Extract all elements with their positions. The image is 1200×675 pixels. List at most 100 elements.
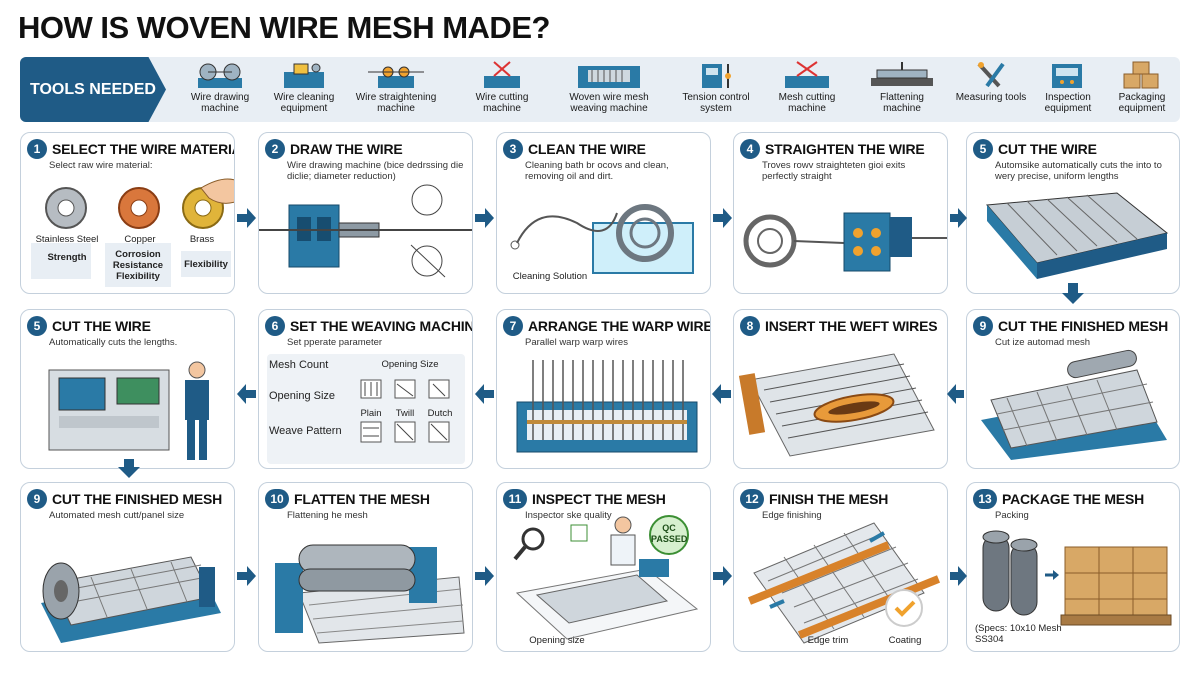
step-4-card: 4 STRAIGHTEN THE WIRE Troves rowv straigh…: [733, 132, 948, 294]
cleaning-solution-callout: Cleaning Solution: [512, 271, 588, 282]
tool-weaving-machine: Woven wire mesh weaving machine: [560, 60, 658, 114]
step-description: Flattening he mesh: [287, 510, 368, 521]
step-title: CUT THE WIRE: [998, 141, 1097, 157]
arrow-right-icon: [237, 566, 256, 586]
wire-coils-illustration: [31, 178, 234, 287]
pattern-label: Dutch: [427, 408, 453, 419]
tension-control-icon: [702, 64, 731, 88]
step-description: Inspector ske quality: [525, 510, 612, 521]
step-description: Wire drawing machine (bice dedrssing die…: [287, 160, 464, 182]
tool-measuring: Measuring tools: [949, 60, 1033, 103]
step-number: 5: [27, 316, 47, 336]
step-number: 10: [265, 489, 289, 509]
step-title: PACKAGE THE MESH: [1002, 491, 1144, 507]
step-description: Set pperate parameter: [287, 337, 383, 348]
tool-wire-cutting: Wire cutting machine: [460, 60, 544, 114]
step-description: Packing: [995, 510, 1029, 521]
step-number: 6: [265, 316, 285, 336]
material-property: Strength: [47, 252, 87, 263]
step-description: Cut ize automad mesh: [995, 337, 1091, 348]
step-number: 13: [973, 489, 997, 509]
packaging-illustration: [982, 530, 1172, 626]
step-number: 11: [503, 489, 527, 509]
measuring-tools-icon: [977, 62, 1005, 88]
arrow-left-icon: [237, 384, 256, 404]
step-1-card: 1 SELECT THE WIRE MATERIAL Select raw wir…: [20, 132, 235, 294]
page-title: HOW IS WOVEN WIRE MESH MADE?: [18, 10, 550, 45]
material-name: Brass: [189, 234, 215, 245]
step-description: Troves rowv straighteten gioi exits perf…: [762, 160, 906, 182]
step-description: Select raw wire material:: [49, 160, 153, 171]
step-title: INSPECT THE MESH: [532, 491, 666, 507]
pattern-label: Twill: [395, 408, 415, 419]
material-name: Stainless Steel: [35, 234, 99, 245]
step-number: 3: [503, 139, 523, 159]
step-11-card: 11 INSPECT THE MESH Inspector ske quality…: [496, 482, 711, 652]
step-title: CLEAN THE WIRE: [528, 141, 646, 157]
step-number: 9: [973, 316, 993, 336]
inspection-equipment-icon: [1052, 64, 1082, 88]
step-5-control-card: 5 CUT THE WIRE Automatically cuts the len…: [20, 309, 235, 469]
wire-cutting-machine-icon: [484, 61, 520, 88]
step-title: SET THE WEAVING MACHINE: [290, 318, 473, 334]
step-title: INSERT THE WEFT WIRES: [765, 318, 938, 334]
wire-drawing-machine-icon: [198, 63, 242, 88]
step-title: FLATTEN THE MESH: [294, 491, 430, 507]
material-name: Copper: [124, 234, 156, 245]
material-property: Flexibility: [184, 259, 228, 270]
arrow-left-icon: [947, 384, 964, 404]
mesh-roll-cutter-illustration: [41, 556, 221, 643]
inspection-illustration: [513, 515, 699, 640]
arrow-left-icon: [475, 384, 494, 404]
param-weave-pattern: Weave Pattern: [269, 425, 342, 437]
arrow-right-icon: [237, 208, 256, 228]
step-title: DRAW THE WIRE: [290, 141, 403, 157]
cleaning-bath-illustration: [510, 204, 694, 274]
step-title: STRAIGHTEN THE WIRE: [765, 141, 925, 157]
step-8-card: 8 INSERT THE WEFT WIRES: [733, 309, 948, 469]
step-number: 4: [740, 139, 760, 159]
tool-flattening: Flattening machine: [860, 60, 944, 114]
flattening-machine-icon: [871, 62, 933, 86]
arrow-down-icon: [1062, 283, 1084, 304]
step-description: Automsike automatically cuts the into to…: [995, 160, 1162, 182]
flattening-rollers-illustration: [275, 544, 465, 644]
step-title: SELECT THE WIRE MATERIAL: [52, 141, 235, 157]
tool-wire-cleaning: Wire cleaning equipment: [262, 60, 346, 114]
edge-finishing-illustration: [747, 522, 941, 644]
warp-wires-loom-illustration: [516, 360, 698, 453]
step-number: 5: [973, 139, 993, 159]
tool-mesh-cutting: Mesh cutting machine: [765, 60, 849, 114]
step-number: 8: [740, 316, 760, 336]
step-title: ARRANGE THE WARP WIRES: [528, 318, 711, 334]
opening-size-callout: Opening size: [529, 635, 585, 646]
step-number: 1: [27, 139, 47, 159]
weaving-machine-icon: [578, 66, 640, 88]
tools-bar: TOOLS NEEDED Wire drawing machine Wire c…: [20, 57, 1180, 122]
arrow-right-icon: [475, 208, 494, 228]
mesh-cutting-machine-icon: [785, 61, 829, 88]
step-title: CUT THE FINISHED MESH: [998, 318, 1169, 334]
arrow-right-icon: [713, 566, 732, 586]
edge-trim-label: Edge trim: [807, 635, 849, 646]
arrow-right-icon: [950, 208, 967, 228]
packaging-equipment-icon: [1123, 61, 1159, 89]
step-number: 9: [27, 489, 47, 509]
step-10-card: 10 FLATTEN THE MESH Flattening he mesh: [258, 482, 473, 652]
opening-size-header: Opening Size: [381, 359, 439, 370]
arrow-right-icon: [713, 208, 732, 228]
control-panel-illustration: [48, 361, 209, 460]
step-description: Automatically cuts the lengths.: [49, 337, 178, 348]
step-description: Automated mesh cutt/panel size: [49, 510, 185, 521]
step-9-card: 9 CUT THE FINISHED MESH Cut ize automad m…: [966, 309, 1180, 469]
step-title: CUT THE WIRE: [52, 318, 151, 334]
mesh-cutting-illustration: [981, 349, 1167, 460]
tool-wire-drawing: Wire drawing machine: [178, 60, 262, 114]
step-6-card: 6 SET THE WEAVING MACHINE Set pperate par…: [258, 309, 473, 469]
tool-inspection: Inspection equipment: [1026, 60, 1110, 114]
